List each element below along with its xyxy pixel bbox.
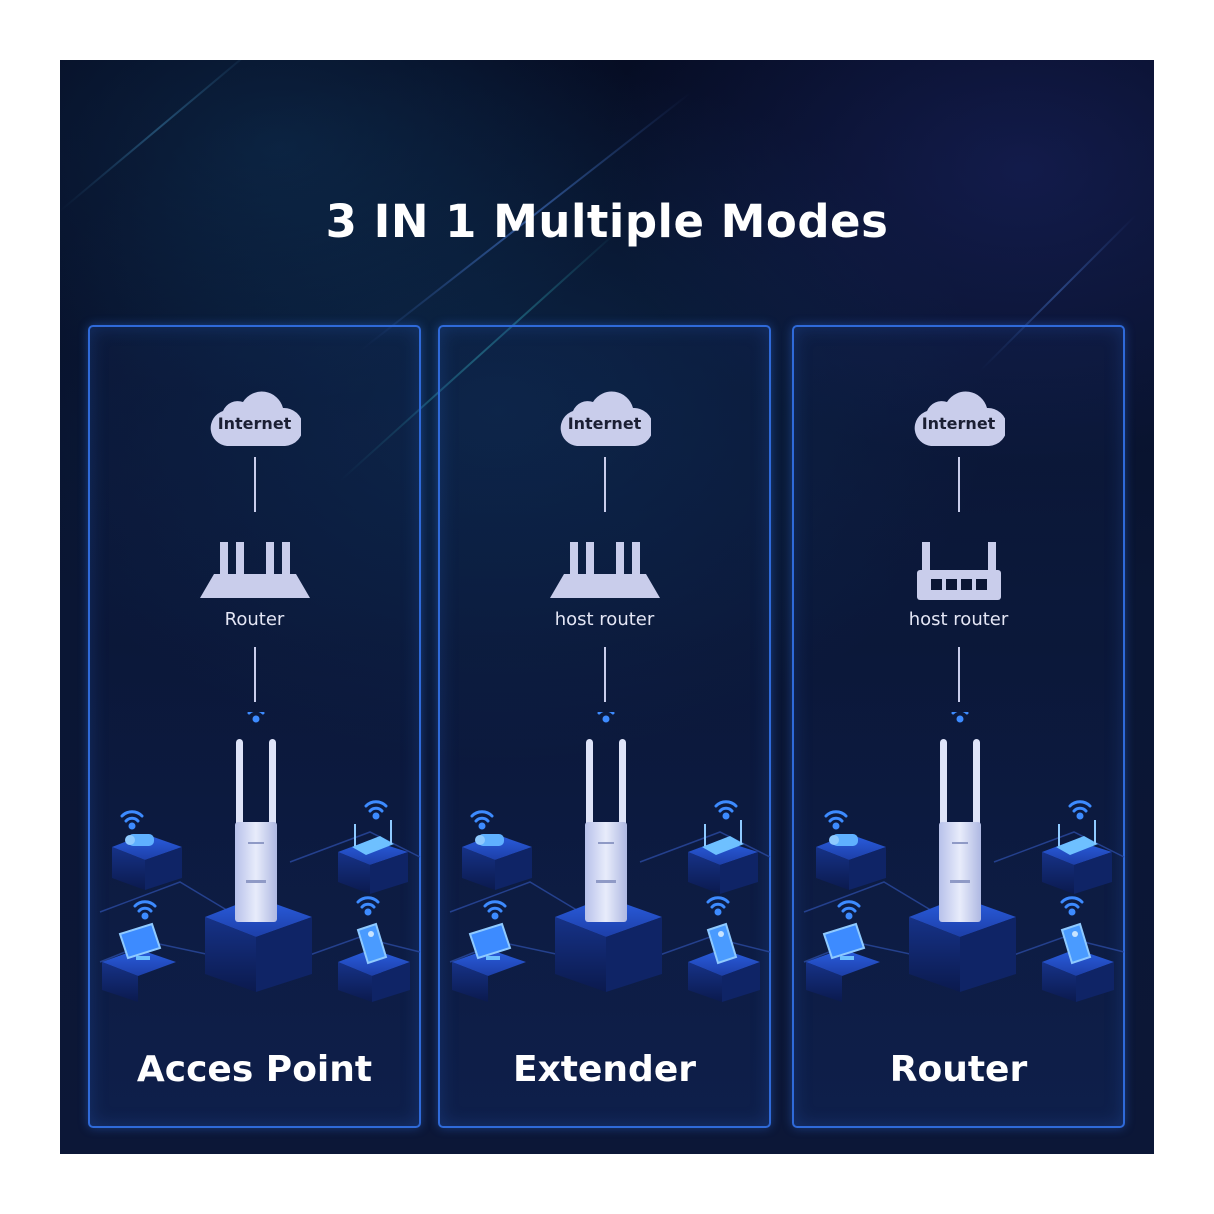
client-monitor (806, 900, 880, 1002)
wifi-icon (592, 700, 620, 723)
client-router (688, 800, 758, 894)
light-streak (60, 60, 260, 212)
client-phone (688, 896, 760, 1002)
infographic-canvas: 3 IN 1 Multiple Modes Internet Router (60, 60, 1154, 1154)
wifi-icon (242, 700, 270, 723)
network-scene (90, 700, 421, 1002)
connector-line (253, 457, 256, 512)
mode-panel-extender: Internet host router (438, 325, 771, 1128)
internet-label: Internet (217, 414, 292, 433)
connector-line (603, 457, 606, 512)
mode-label: Router (889, 1049, 1028, 1090)
connector-line (957, 647, 960, 702)
router-label: host router (908, 609, 1009, 630)
client-phone (1042, 896, 1114, 1002)
client-router (338, 800, 408, 894)
wifi-icon (946, 700, 974, 723)
tri-antenna-router-icon (549, 542, 660, 602)
cloud-icon: Internet (209, 384, 303, 446)
connector-line (957, 457, 960, 512)
internet-label: Internet (567, 414, 642, 433)
router-label: host router (554, 609, 655, 630)
client-monitor (102, 900, 176, 1002)
client-camera (816, 810, 886, 890)
mode-label: Extender (512, 1049, 696, 1090)
mode-panel-router: Internet host router (792, 325, 1125, 1128)
mode-label: Acces Point (136, 1049, 373, 1090)
network-scene (440, 700, 771, 1002)
cloud-icon: Internet (913, 384, 1007, 446)
network-scene (794, 700, 1125, 1002)
tri-antenna-router-icon (199, 542, 310, 602)
client-router (1042, 800, 1112, 894)
modem-router-icon (914, 542, 1004, 604)
cloud-icon: Internet (559, 384, 653, 446)
client-phone (338, 896, 410, 1002)
client-monitor (452, 900, 526, 1002)
page-title: 3 IN 1 Multiple Modes (325, 195, 889, 248)
client-camera (462, 810, 532, 890)
network-illustration (803, 700, 1125, 1002)
mode-panel-access-point: Internet Router (88, 325, 421, 1128)
connector-line (603, 647, 606, 702)
network-illustration (449, 700, 771, 1002)
connector-line (253, 647, 256, 702)
internet-label: Internet (921, 414, 996, 433)
router-label: Router (224, 609, 285, 630)
client-camera (112, 810, 182, 890)
network-illustration (99, 700, 421, 1002)
